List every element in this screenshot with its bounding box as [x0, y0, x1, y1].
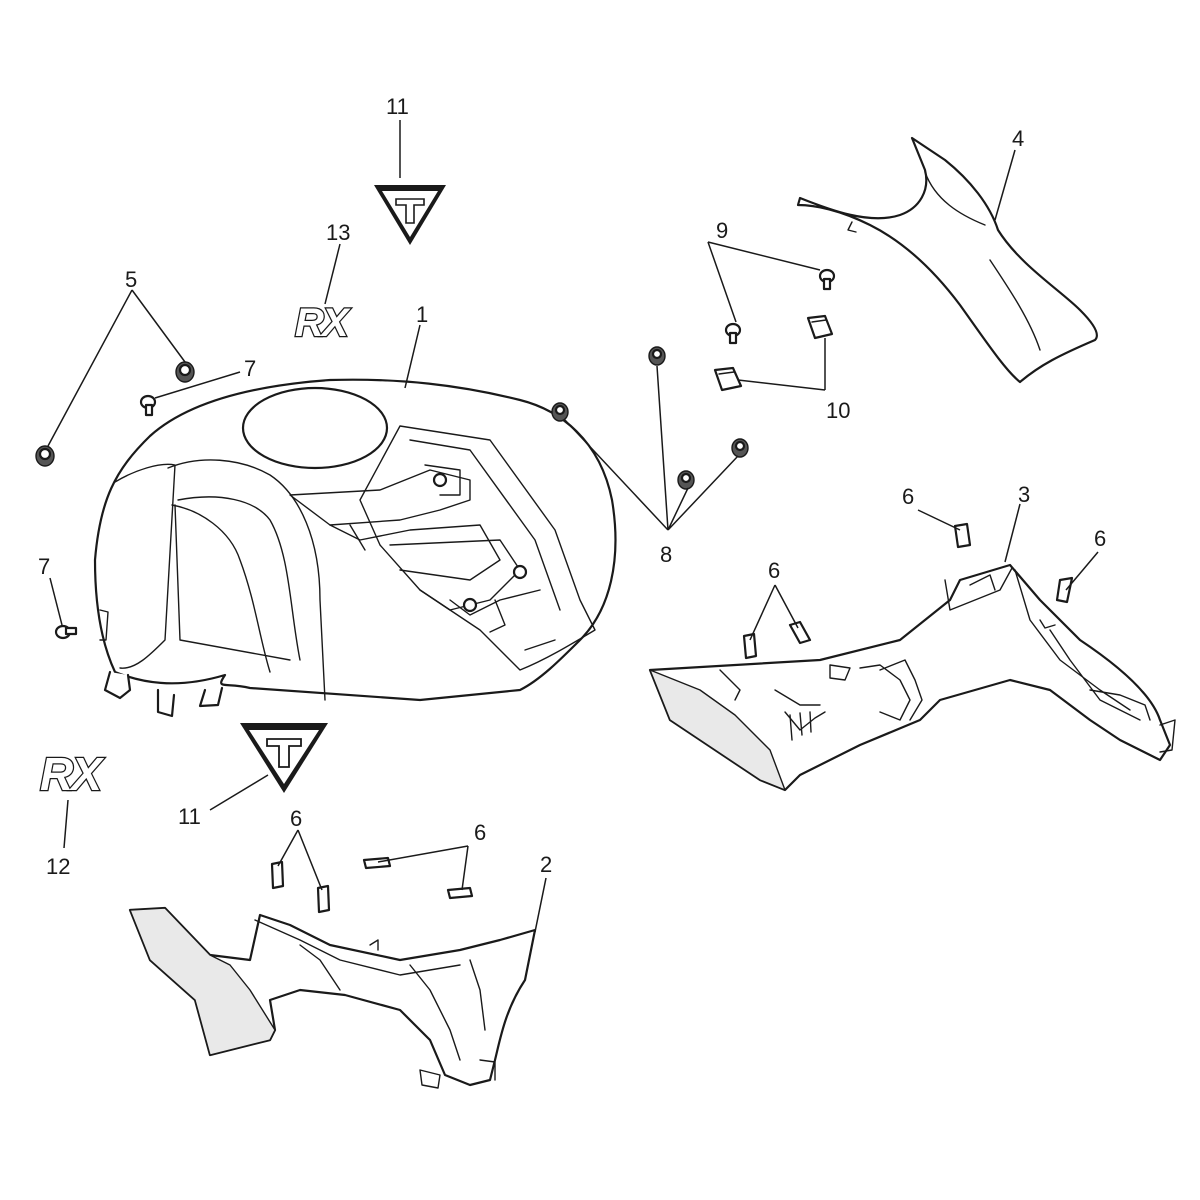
callout-7: 7 [244, 356, 256, 381]
callout-6: 6 [768, 558, 780, 583]
rx-logo-small: RX [295, 301, 351, 345]
callout-6: 6 [474, 820, 486, 845]
callout-7: 7 [38, 554, 50, 579]
callout-13: 13 [326, 220, 350, 245]
bolt-icon [139, 394, 157, 417]
clip-icon [1055, 576, 1074, 604]
grommet-icon [648, 346, 666, 366]
callout-6: 6 [290, 806, 302, 831]
bolt-icon [724, 322, 742, 345]
callout-8: 8 [660, 542, 672, 567]
callout-5: 5 [125, 267, 137, 292]
callout-4: 4 [1012, 126, 1024, 151]
callout-9: 9 [716, 218, 728, 243]
bolt-icon [818, 268, 836, 291]
upper-cover-panel [796, 136, 1098, 384]
clip-icon [788, 620, 812, 645]
clip-icon [316, 884, 331, 914]
clip-icon [953, 522, 972, 549]
leader-lines [47, 120, 1099, 933]
clip-icon [806, 314, 834, 340]
callout-11: 11 [386, 94, 409, 119]
clip-icon [713, 366, 743, 392]
fuel-tank-cover [93, 378, 617, 718]
grommet-icon [677, 470, 695, 490]
callout-12: 12 [46, 854, 70, 879]
clip-icon [362, 856, 392, 870]
triangle-t-badge-icon [374, 185, 446, 245]
callout-3: 3 [1018, 482, 1030, 507]
clip-icon [270, 860, 285, 890]
triangle-t-badge-icon [240, 723, 328, 793]
clip-icon [446, 886, 474, 900]
callout-10: 10 [826, 398, 850, 423]
callout-6: 6 [902, 484, 914, 509]
callout-1: 1 [416, 302, 428, 327]
right-side-panel [648, 563, 1176, 792]
grommet-icon [175, 361, 195, 383]
bolt-icon [54, 624, 78, 640]
grommet-icon [731, 438, 749, 458]
clip-icon [742, 632, 758, 660]
grommet-icon [35, 445, 55, 467]
callout-2: 2 [540, 852, 552, 877]
callout-labels: 11 13 5 7 1 9 4 10 8 6 3 6 7 6 11 12 6 6… [38, 94, 1106, 879]
grommet-icon [551, 402, 569, 422]
callout-11: 11 [178, 804, 201, 829]
callout-6: 6 [1094, 526, 1106, 551]
rx-logo-large: RX [40, 748, 104, 800]
lower-side-panel [128, 906, 537, 1089]
